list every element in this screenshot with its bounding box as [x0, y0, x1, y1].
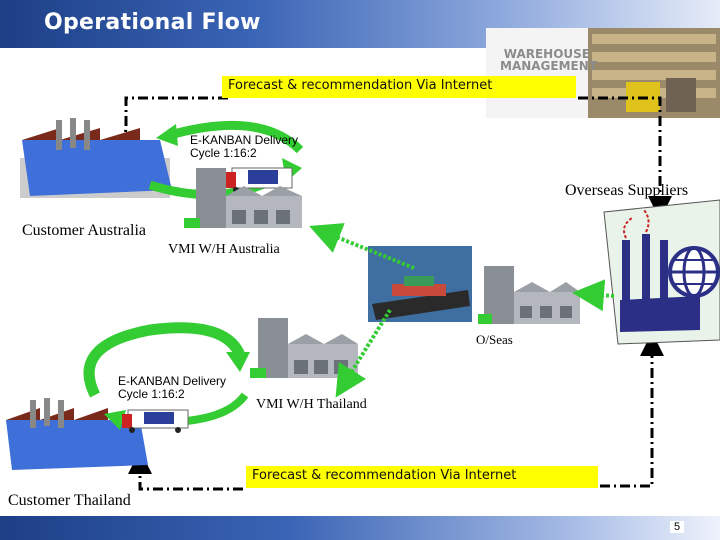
- kanban-bottom-line1: E-KANBAN Delivery: [118, 374, 227, 388]
- factory-thailand-icon: [6, 398, 148, 470]
- kanban-top-line1: E-KANBAN Delivery: [190, 133, 299, 147]
- overseas-label: O/Seas: [476, 332, 513, 347]
- overseas-supplier-factory-icon: [603, 199, 720, 345]
- flow-arrow-supplier-to-overseas: [572, 279, 615, 312]
- kanban-bottom-line2: Cycle 1:16:2: [118, 387, 185, 401]
- forecast-label-top: Forecast & recommendation Via Internet: [222, 76, 576, 98]
- warehouse-logo-line1: WAREHOUSE: [503, 47, 590, 61]
- customer-australia-label: Customer Australia: [22, 222, 146, 239]
- warehouse-overseas-icon: [478, 266, 580, 324]
- page-title: Operational Flow: [44, 10, 261, 35]
- customer-thailand-label: Customer Thailand: [8, 492, 131, 509]
- warehouse-photo: [486, 28, 720, 118]
- kanban-top-line2: Cycle 1:16:2: [190, 146, 257, 160]
- kanban-label-bottom: E-KANBAN Delivery Cycle 1:16:2: [118, 375, 226, 401]
- flow-arrow-ship-to-thailand: [335, 308, 392, 398]
- flow-arrow-ship-to-australia: [309, 223, 415, 270]
- vmi-australia-label: VMI W/H Australia: [168, 242, 280, 257]
- factory-australia-icon: [20, 118, 172, 198]
- warehouse-shelves-icon: [588, 28, 720, 118]
- delivery-truck-icon-bottom: [122, 409, 189, 433]
- footer-bar: [0, 516, 720, 540]
- warehouse-logo-line2: MANAGEMENT: [500, 59, 597, 73]
- kanban-label-top: E-KANBAN Delivery Cycle 1:16:2: [190, 134, 298, 160]
- forecast-label-bottom: Forecast & recommendation Via Internet: [246, 466, 598, 488]
- delivery-truck-icon-top: [226, 167, 293, 193]
- vmi-thailand-label: VMI W/H Thailand: [256, 397, 367, 412]
- warehouse-management-logo: WAREHOUSE MANAGEMENT: [500, 47, 597, 73]
- overseas-suppliers-label: Overseas Suppliers: [565, 182, 689, 199]
- warehouse-australia-icon: [184, 168, 302, 228]
- page-number: 5: [670, 521, 684, 533]
- cargo-ship-icon: [368, 246, 472, 322]
- warehouse-thailand-icon: [250, 318, 358, 378]
- forecast-connector-bottom: [128, 332, 664, 491]
